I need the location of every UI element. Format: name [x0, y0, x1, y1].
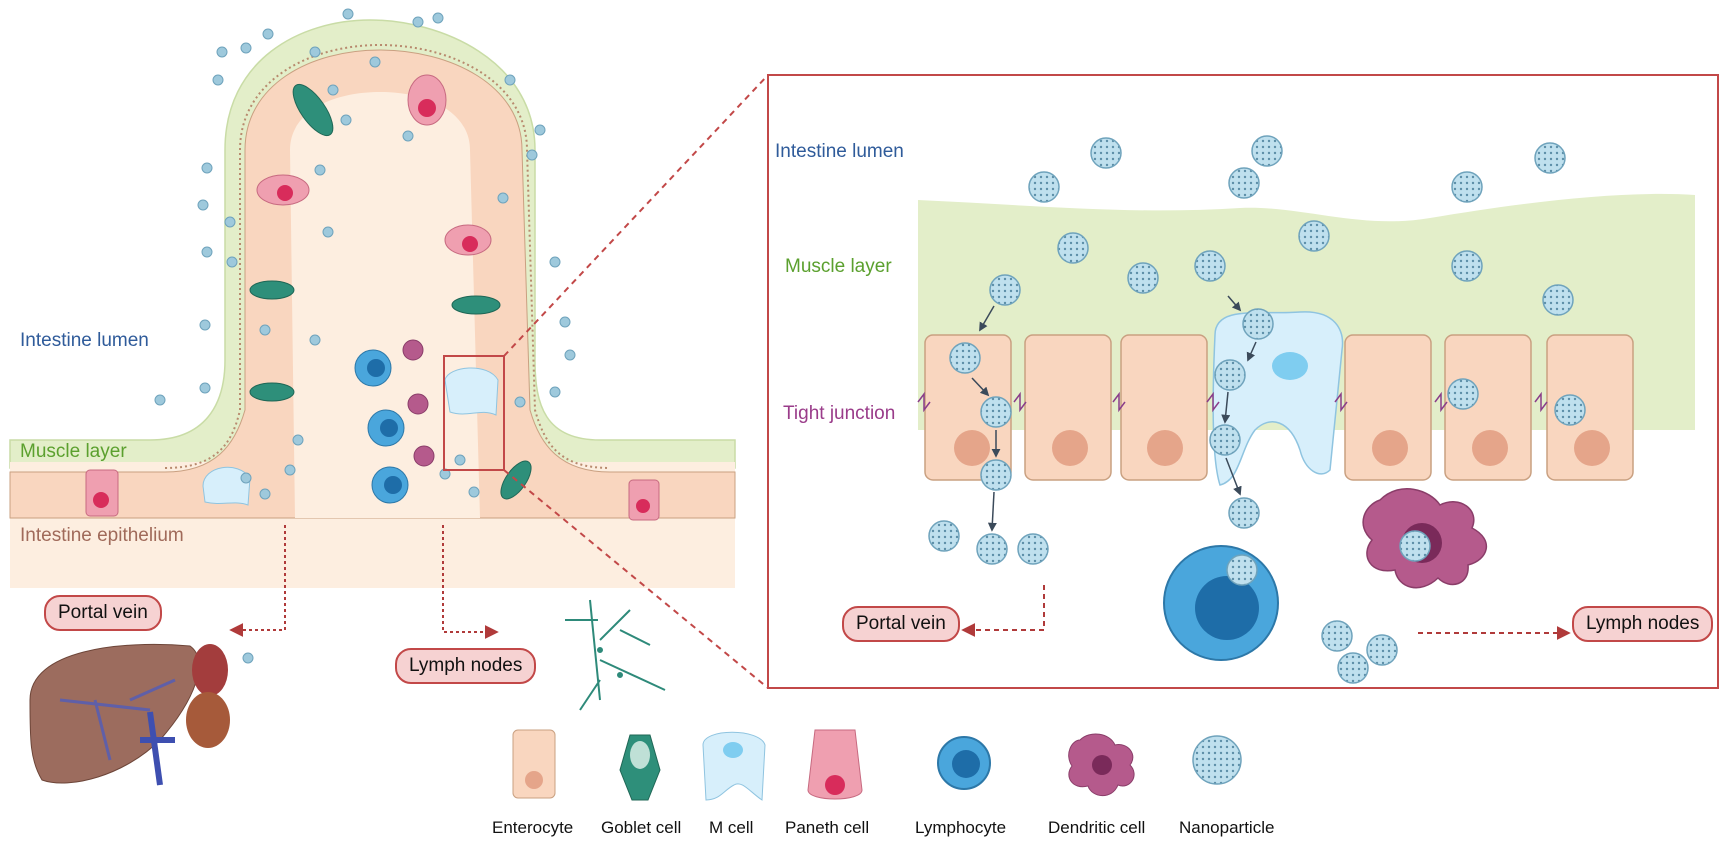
legend-nanoparticle-label: Nanoparticle — [1179, 818, 1275, 837]
legend-m-cell-label: M cell — [709, 818, 754, 837]
legend-paneth-cell-icon — [807, 729, 863, 800]
left-lymph-nodes-pill: Lymph nodes — [395, 648, 537, 684]
paneth-cells — [85, 74, 660, 521]
liver-icon — [29, 644, 230, 786]
right-tight-junction-label: Tight junction — [783, 403, 896, 424]
dendritic-cells-left — [402, 339, 435, 467]
legend-nanoparticle-icon — [1192, 735, 1242, 785]
lymph-vessels-icon — [565, 599, 666, 711]
zoom-box — [443, 355, 505, 471]
right-lymph-nodes-pill: Lymph nodes — [1572, 606, 1714, 642]
tight-junction-marks — [917, 391, 1548, 413]
right-lumen-label: Intestine lumen — [775, 141, 904, 162]
left-lumen-label: Intestine lumen — [20, 330, 149, 351]
nanoparticles-left — [154, 8, 576, 664]
legend-goblet-cell-icon — [619, 734, 661, 801]
right-muscle-label: Muscle layer — [785, 256, 892, 277]
detail-enterocytes — [924, 334, 1634, 481]
legend-enterocyte-icon — [512, 729, 556, 799]
legend-enterocyte-label: Enterocyte — [492, 818, 574, 837]
detail-lymphocyte — [1163, 545, 1279, 661]
legend-lymphocyte-label: Lymphocyte — [915, 818, 1007, 837]
left-portal-vein-pill: Portal vein — [44, 595, 162, 631]
detail-enterocyte-nuclei — [954, 430, 1610, 466]
legend-dendritic-cell-icon — [1068, 733, 1135, 797]
legend-dendritic-cell-label: Dendritic cell — [1048, 818, 1146, 837]
transport-arrows — [971, 295, 1257, 532]
legend-goblet-cell-label: Goblet cell — [601, 818, 682, 837]
left-muscle-label: Muscle layer — [20, 441, 127, 462]
legend-paneth-cell-label: Paneth cell — [785, 818, 870, 837]
lymphocytes-left — [354, 349, 409, 504]
right-portal-vein-pill: Portal vein — [842, 606, 960, 642]
legend-m-cell-icon — [702, 731, 766, 801]
left-epithelium-label: Intestine epithelium — [20, 525, 184, 546]
legend-lymphocyte-icon — [937, 736, 991, 790]
detail-nanoparticles — [928, 135, 1586, 684]
brush-border — [164, 43, 611, 469]
m-cells-left — [202, 367, 499, 506]
goblet-cells — [249, 83, 532, 500]
detail-m-cell — [1212, 311, 1344, 486]
villus-core — [290, 92, 480, 518]
